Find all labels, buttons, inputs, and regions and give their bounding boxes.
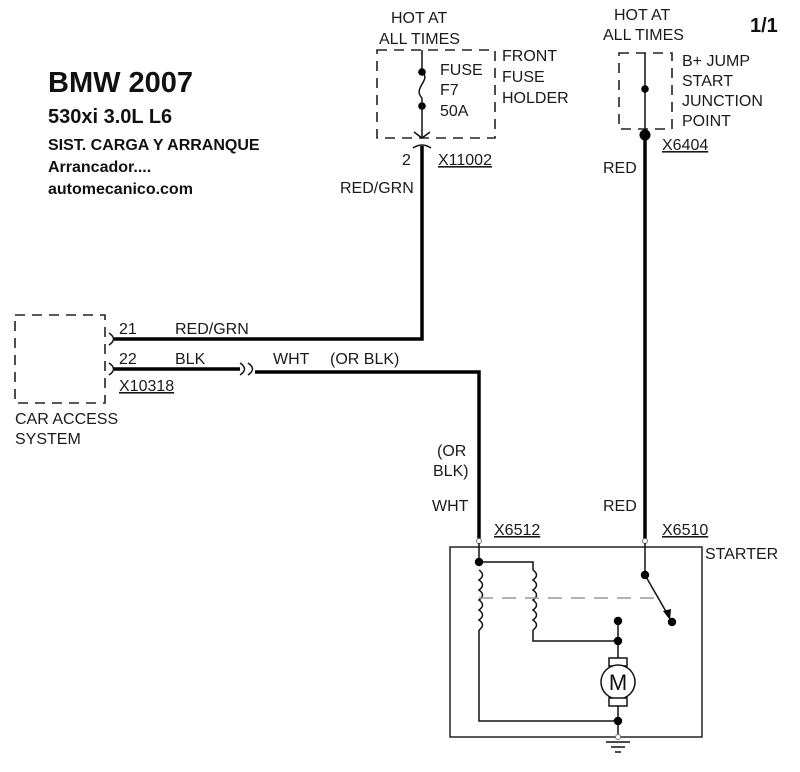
fuse-f7-icon [418,71,426,99]
fuse-pin-number: 2 [402,152,411,169]
jump-hot-label-line1: HOT AT [614,7,671,24]
subsystem-name: Arrancador.... [48,159,151,176]
cas-wire-color-22: BLK [175,351,206,368]
diagram-title: BMW 2007 [48,67,193,99]
system-name: SIST. CARGA Y ARRANQUE [48,137,260,154]
connector-x11002: X11002 [438,152,492,169]
motor-ground-junction-icon [613,716,623,726]
cas-label-line2: SYSTEM [15,431,81,448]
starter-switch-icon [644,574,669,616]
connector-x6404: X6404 [662,137,708,154]
vehicle-model: 530xi 3.0L L6 [48,106,172,128]
wire-color-wht-vertical: WHT [432,498,469,515]
cas-wire-color-21: RED/GRN [175,321,249,338]
wire-color-red-grn-vertical: RED/GRN [340,180,414,197]
fuse-hot-label-line2: ALL TIMES [379,31,460,48]
front-fuse-holder-box [376,49,496,139]
connector-x6512: X6512 [494,522,540,539]
jump-label-line1: B+ JUMP [682,53,750,70]
jump-start-junction-box [618,52,673,130]
jump-hot-label-line2: ALL TIMES [603,27,684,44]
jump-label-line3: JUNCTION [682,93,763,110]
connector-female-icon [412,144,432,149]
starter-label: STARTER [705,546,778,563]
fuse-hot-label-line1: HOT AT [391,10,448,27]
motor-junction-icon [613,636,623,646]
wire-color-red-upper: RED [603,160,637,177]
fuse-label-line1: FUSE [440,62,483,79]
connector-x6510: X6510 [662,522,708,539]
starter-pin-x6512 [476,538,482,544]
starter-pin-x6510 [642,538,648,544]
page-number: 1/1 [750,15,778,37]
wire-alt-color: (OR BLK) [330,351,399,368]
motor-symbol: M [609,670,627,695]
wire-color-red-lower: RED [603,498,637,515]
starter-box [449,546,703,738]
pull-coil-to-ground [478,630,618,722]
fuse-label-line2: F7 [440,82,459,99]
wire-alt-color-vertical-line2: BLK) [433,463,469,480]
wire-wht [255,370,481,540]
connector-male-icon [413,131,431,139]
cas-pin-22: 22 [119,351,137,368]
connector-x6404-terminal [639,129,651,141]
inline-connector-left-icon [239,362,246,376]
switch-arrow-icon [663,609,671,620]
cas-pin22-connector-icon [108,362,115,376]
hold-coil-lead [479,561,534,570]
hold-coil-to-motor [532,630,618,642]
fuse-holder-label-line3: HOLDER [502,90,569,107]
jump-junction-point-icon [641,85,649,93]
pull-in-coil-icon [477,569,484,631]
motor-brush-bottom [608,697,628,707]
cas-label-line1: CAR ACCESS [15,411,118,428]
hold-in-coil-icon [531,569,538,631]
jump-label-line2: START [682,73,733,90]
switch-contact-bottom [667,617,677,627]
wire-color-wht: WHT [273,351,310,368]
connector-x10318: X10318 [119,378,174,395]
website: automecanico.com [48,181,193,198]
fuse-holder-label-line1: FRONT [502,48,557,65]
jump-label-line4: POINT [682,113,731,130]
ground-icon [606,741,630,753]
cas-pin-21: 21 [119,321,137,338]
car-access-system-box [14,314,106,404]
wire-red-grn [114,146,424,341]
starter-ground-pin [615,734,621,740]
fuse-holder-label-line2: FUSE [502,69,545,86]
wire-alt-color-vertical-line1: (OR [437,443,466,460]
cas-pin21-connector-icon [108,332,115,346]
inline-connector-right-icon [247,362,254,376]
fuse-label-line3: 50A [440,103,469,120]
